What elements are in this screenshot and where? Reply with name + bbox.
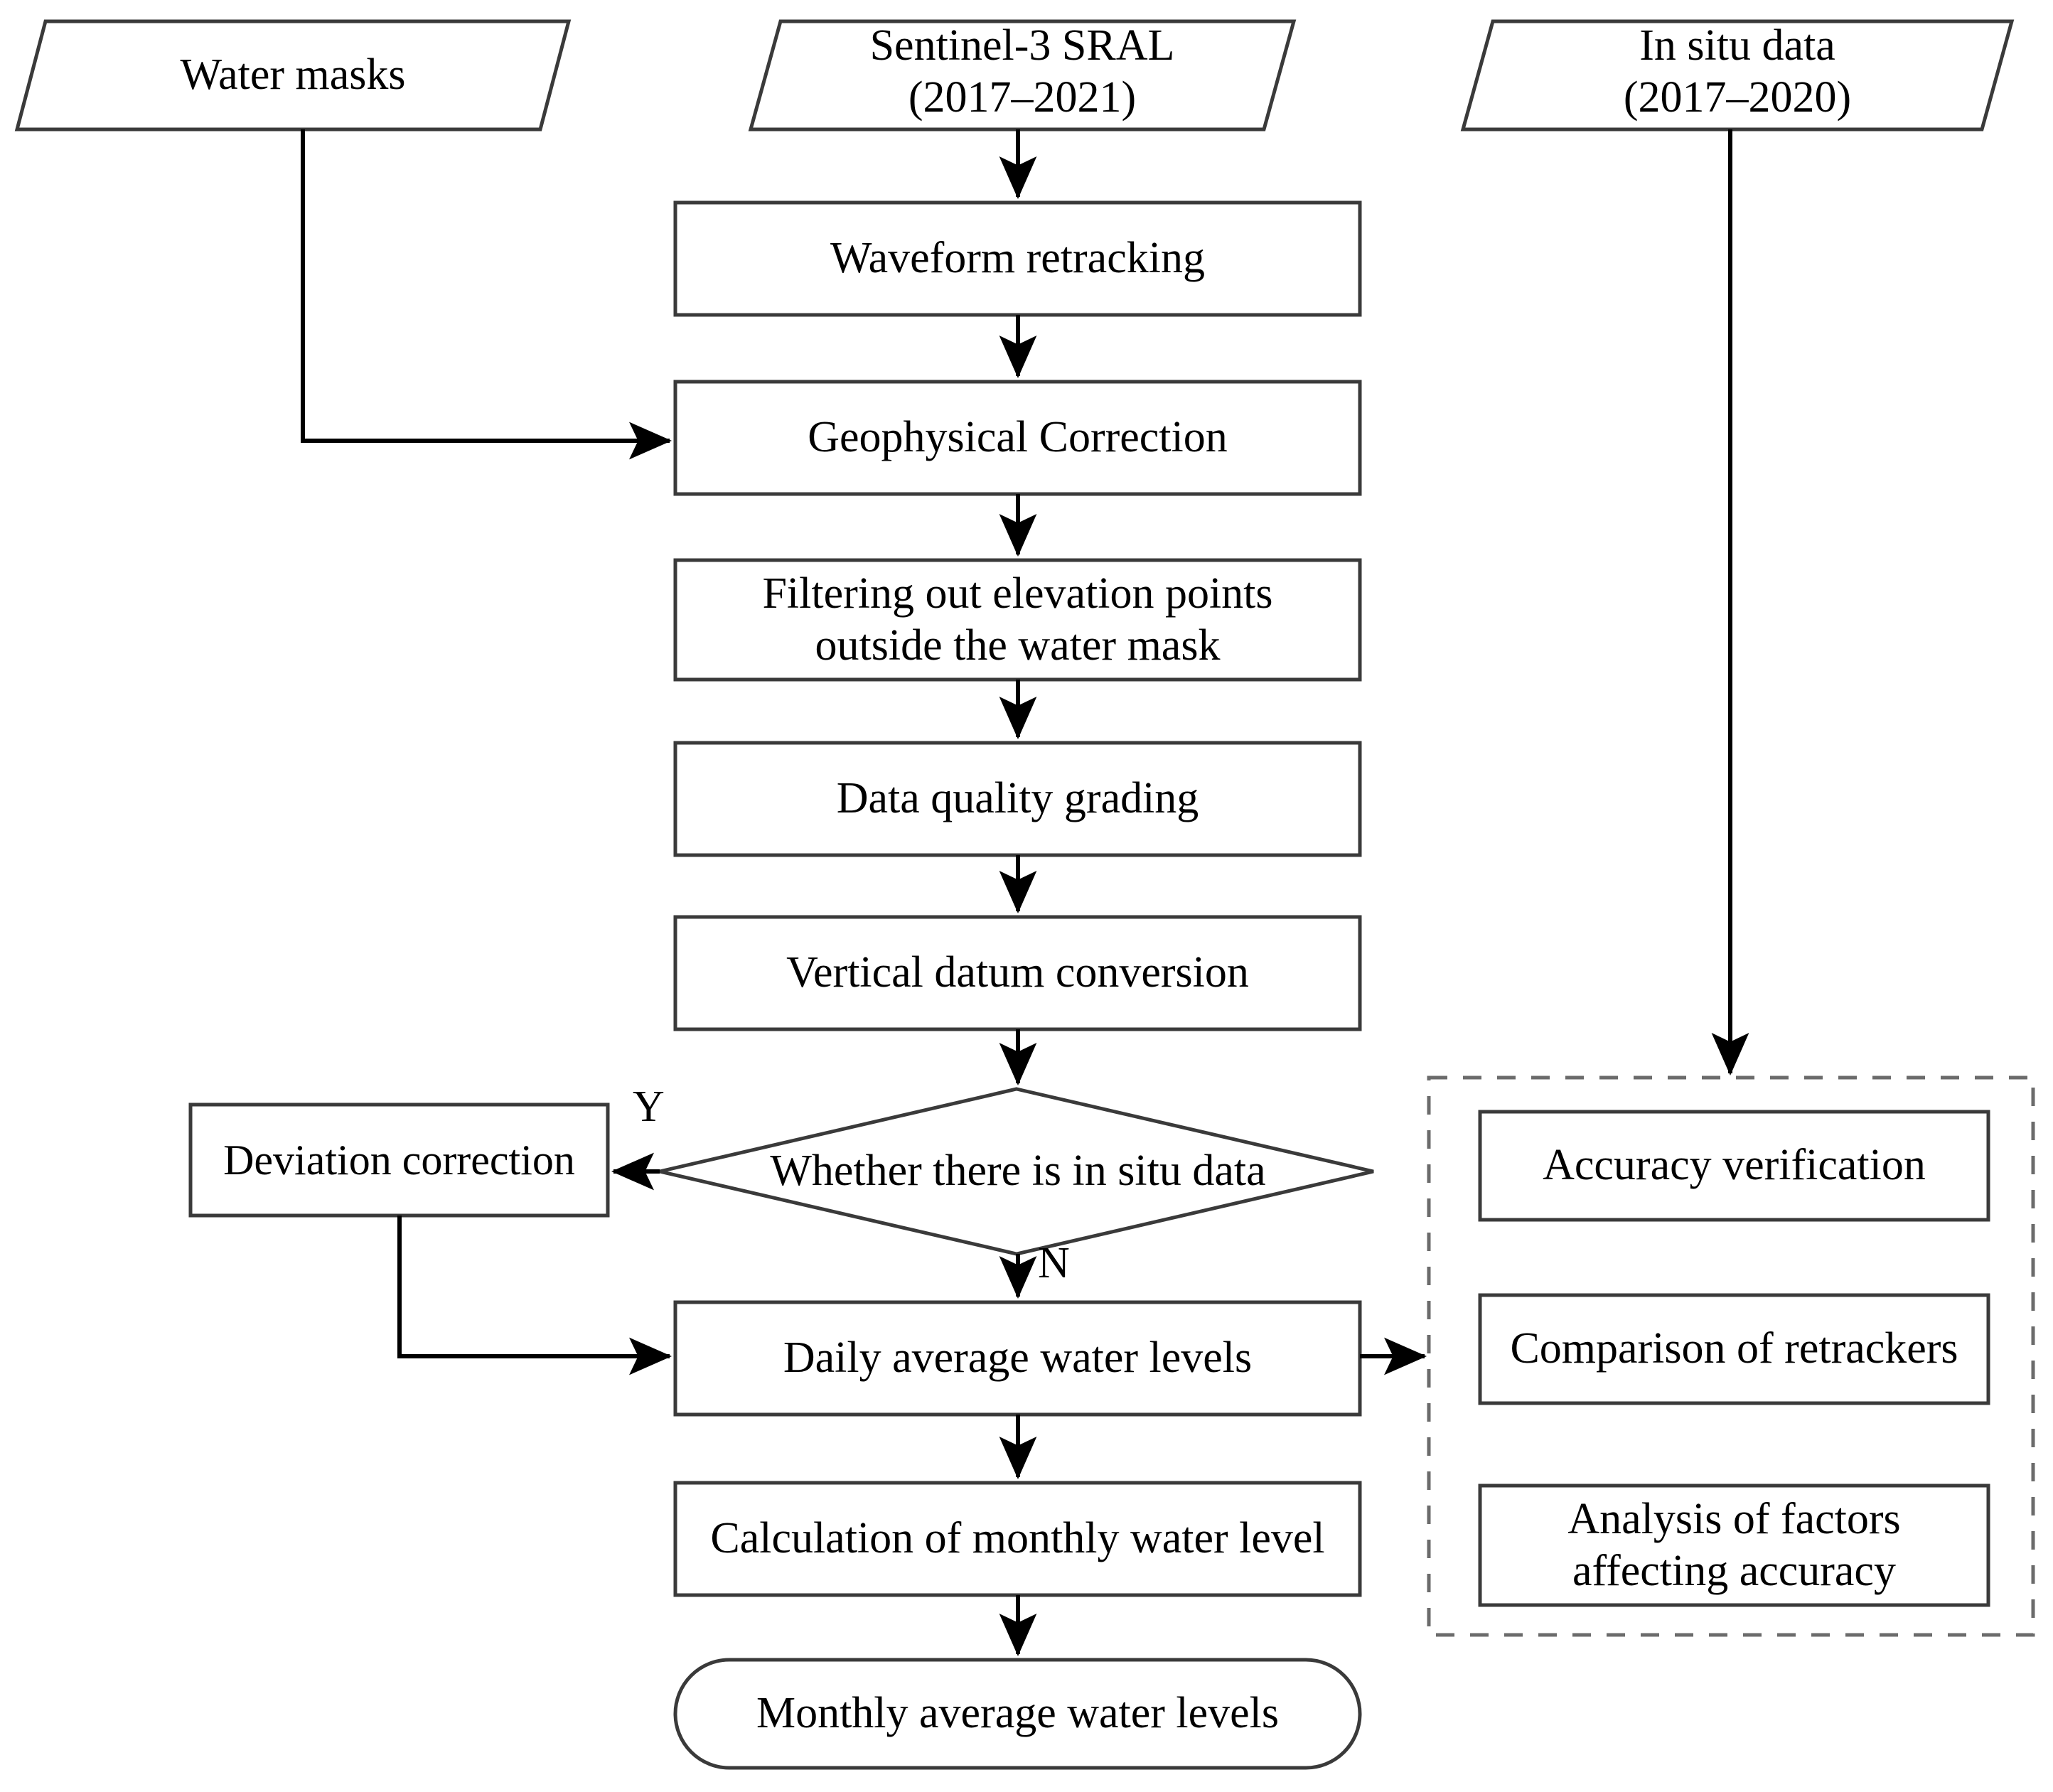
connector-deviation-to-daily [397,1216,672,1375]
filtering-shape [673,558,1362,682]
sral-shape [748,19,1297,132]
waveform-retracking-shape [673,200,1362,317]
decision-diamond-shape [659,1087,1374,1256]
accuracy-verification-shape [1478,1110,1990,1222]
analysis-of-factors-shape [1478,1484,1990,1607]
in-situ-shape [1460,19,2015,132]
data-quality-grading-shape [673,741,1362,857]
vertical-datum-shape [673,915,1362,1031]
monthly-average-shape [673,1658,1362,1770]
decision-no-label: N [1038,1239,1070,1287]
decision-yes-label: Y [633,1083,665,1131]
connector-watermasks-to-geophysical [301,129,672,460]
deviation-correction-shape [188,1102,610,1218]
daily-average-shape [673,1300,1362,1417]
water-masks-shape [14,19,572,132]
monthly-calculation-shape [673,1481,1362,1597]
geophysical-correction-shape [673,380,1362,496]
comparison-of-retrackers-shape [1478,1293,1990,1405]
